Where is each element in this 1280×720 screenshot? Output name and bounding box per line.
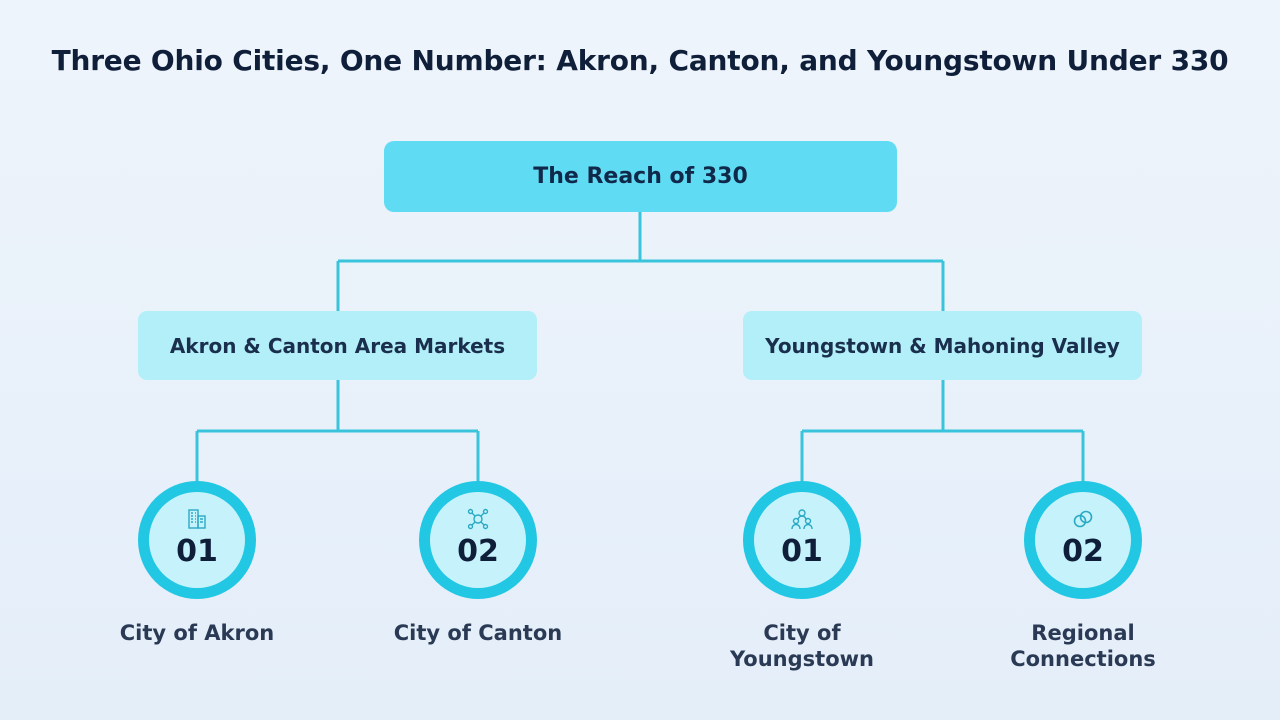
leaf-label-regional: Regional Connections <box>1010 621 1156 671</box>
leaf-number: 02 <box>457 534 499 569</box>
branch-label: Akron & Canton Area Markets <box>169 333 506 358</box>
root-label: The Reach of 330 <box>533 164 748 189</box>
page-title: Three Ohio Cities, One Number: Akron, Ca… <box>51 44 1229 77</box>
leaf-label-youngstown: City of Youngstown <box>730 621 874 671</box>
people-icon <box>791 509 813 530</box>
buildings-icon <box>188 509 206 529</box>
leaf-node-akron: 01 <box>138 481 256 599</box>
leaf-label-canton: City of Canton <box>393 621 563 645</box>
leaf-number: 01 <box>176 534 218 569</box>
leaf-node-regional: 02 <box>1024 481 1142 599</box>
leaf-node-youngstown: 01 <box>743 481 861 599</box>
network-icon <box>467 508 489 530</box>
branch-node-youngstown-mahoning: Youngstown & Mahoning Valley <box>743 311 1142 380</box>
leaf-node-canton: 02 <box>419 481 537 599</box>
branch-label: Youngstown & Mahoning Valley <box>765 333 1120 358</box>
leaf-number: 01 <box>781 534 823 569</box>
branch-node-akron-canton: Akron & Canton Area Markets <box>138 311 537 380</box>
leaf-number: 02 <box>1062 534 1104 569</box>
root-node: The Reach of 330 <box>384 141 897 212</box>
leaf-label-akron: City of Akron <box>119 621 275 645</box>
link-icon <box>1073 510 1093 528</box>
